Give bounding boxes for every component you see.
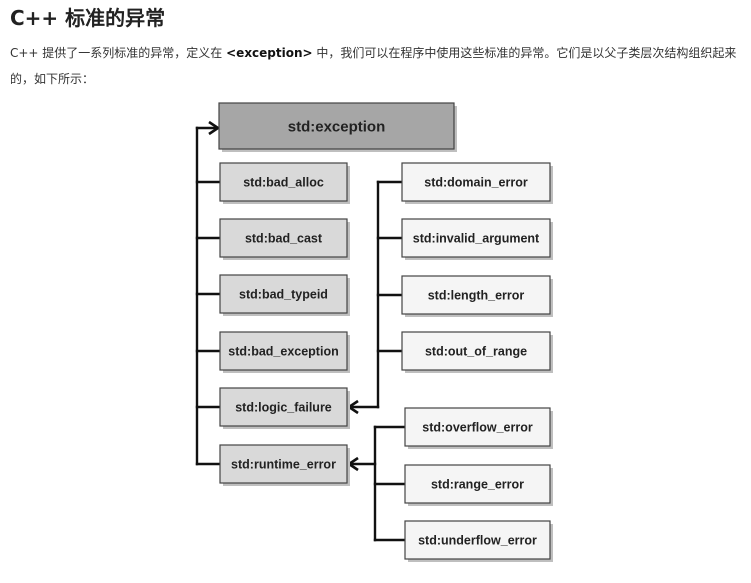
child-bad-exception-rect (219, 331, 348, 371)
leaf-overflow-error-label: std:overflow_error (422, 421, 533, 435)
leaf-range-error-label: std:range_error (431, 478, 524, 492)
leaf-out-of-range-label: std:out_of_range (425, 345, 527, 359)
intro-paragraph: C++ 提供了一系列标准的异常，定义在 <exception> 中，我们可以在程… (10, 40, 740, 92)
child-bad-typeid-rect (219, 274, 348, 314)
leaf-length-error-label: std:length_error (428, 289, 525, 303)
leaf-underflow-error-box: std:underflow_error (404, 520, 553, 562)
class-boxes: std:exceptionstd:bad_allocstd:bad_castst… (218, 102, 553, 562)
child-bad-alloc-rect (219, 162, 348, 202)
root-exception-box: std:exception (218, 102, 457, 152)
child-bad-cast-box: std:bad_cast (219, 218, 350, 260)
leaf-length-error-box: std:length_error (401, 275, 553, 317)
leaf-out-of-range-box: std:out_of_range (401, 331, 553, 373)
leaf-range-error-rect (404, 464, 551, 504)
child-logic-failure-box: std:logic_failure (219, 387, 350, 429)
connector-lines (195, 120, 407, 542)
root-exception-label: std:exception (288, 118, 386, 135)
root-exception-rect (218, 102, 455, 150)
leaf-domain-error-rect (401, 162, 551, 202)
leaf-invalid-argument-box: std:invalid_argument (401, 218, 553, 260)
leaf-length-error-rect (401, 275, 551, 315)
child-bad-cast-label: std:bad_cast (245, 232, 323, 246)
leaf-overflow-error-rect (404, 407, 551, 447)
leaf-overflow-error-box: std:overflow_error (404, 407, 553, 449)
child-bad-exception-box: std:bad_exception (219, 331, 350, 373)
leaf-underflow-error-rect (404, 520, 551, 560)
child-runtime-error-box: std:runtime_error (219, 444, 350, 486)
intro-text-after: 中，我们可以在程序中使用这些标准的异常。它们是以父子类层次结构组织起来的，如下所… (10, 46, 737, 86)
child-bad-exception-label: std:bad_exception (228, 345, 338, 359)
child-runtime-error-label: std:runtime_error (231, 458, 336, 472)
child-bad-typeid-label: std:bad_typeid (239, 288, 328, 302)
page-title: C++ 标准的异常 (10, 6, 166, 30)
child-runtime-error-rect (219, 444, 348, 484)
leaf-out-of-range-rect (401, 331, 551, 371)
child-bad-typeid-box: std:bad_typeid (219, 274, 350, 316)
root-arrow-head (208, 120, 221, 136)
child-bad-alloc-label: std:bad_alloc (243, 176, 324, 190)
leaf-invalid-argument-label: std:invalid_argument (413, 232, 540, 246)
leaf-domain-error-label: std:domain_error (424, 176, 528, 190)
leaf-invalid-argument-rect (401, 218, 551, 258)
leaf-range-error-box: std:range_error (404, 464, 553, 506)
child-logic-failure-label: std:logic_failure (235, 401, 332, 415)
child-bad-cast-rect (219, 218, 348, 258)
leaf-domain-error-box: std:domain_error (401, 162, 553, 204)
child-bad-alloc-box: std:bad_alloc (219, 162, 350, 204)
intro-text-before: C++ 提供了一系列标准的异常，定义在 (10, 46, 227, 60)
child-logic-failure-rect (219, 387, 348, 427)
exception-header-keyword: <exception> (226, 46, 313, 60)
leaf-underflow-error-label: std:underflow_error (418, 534, 537, 548)
